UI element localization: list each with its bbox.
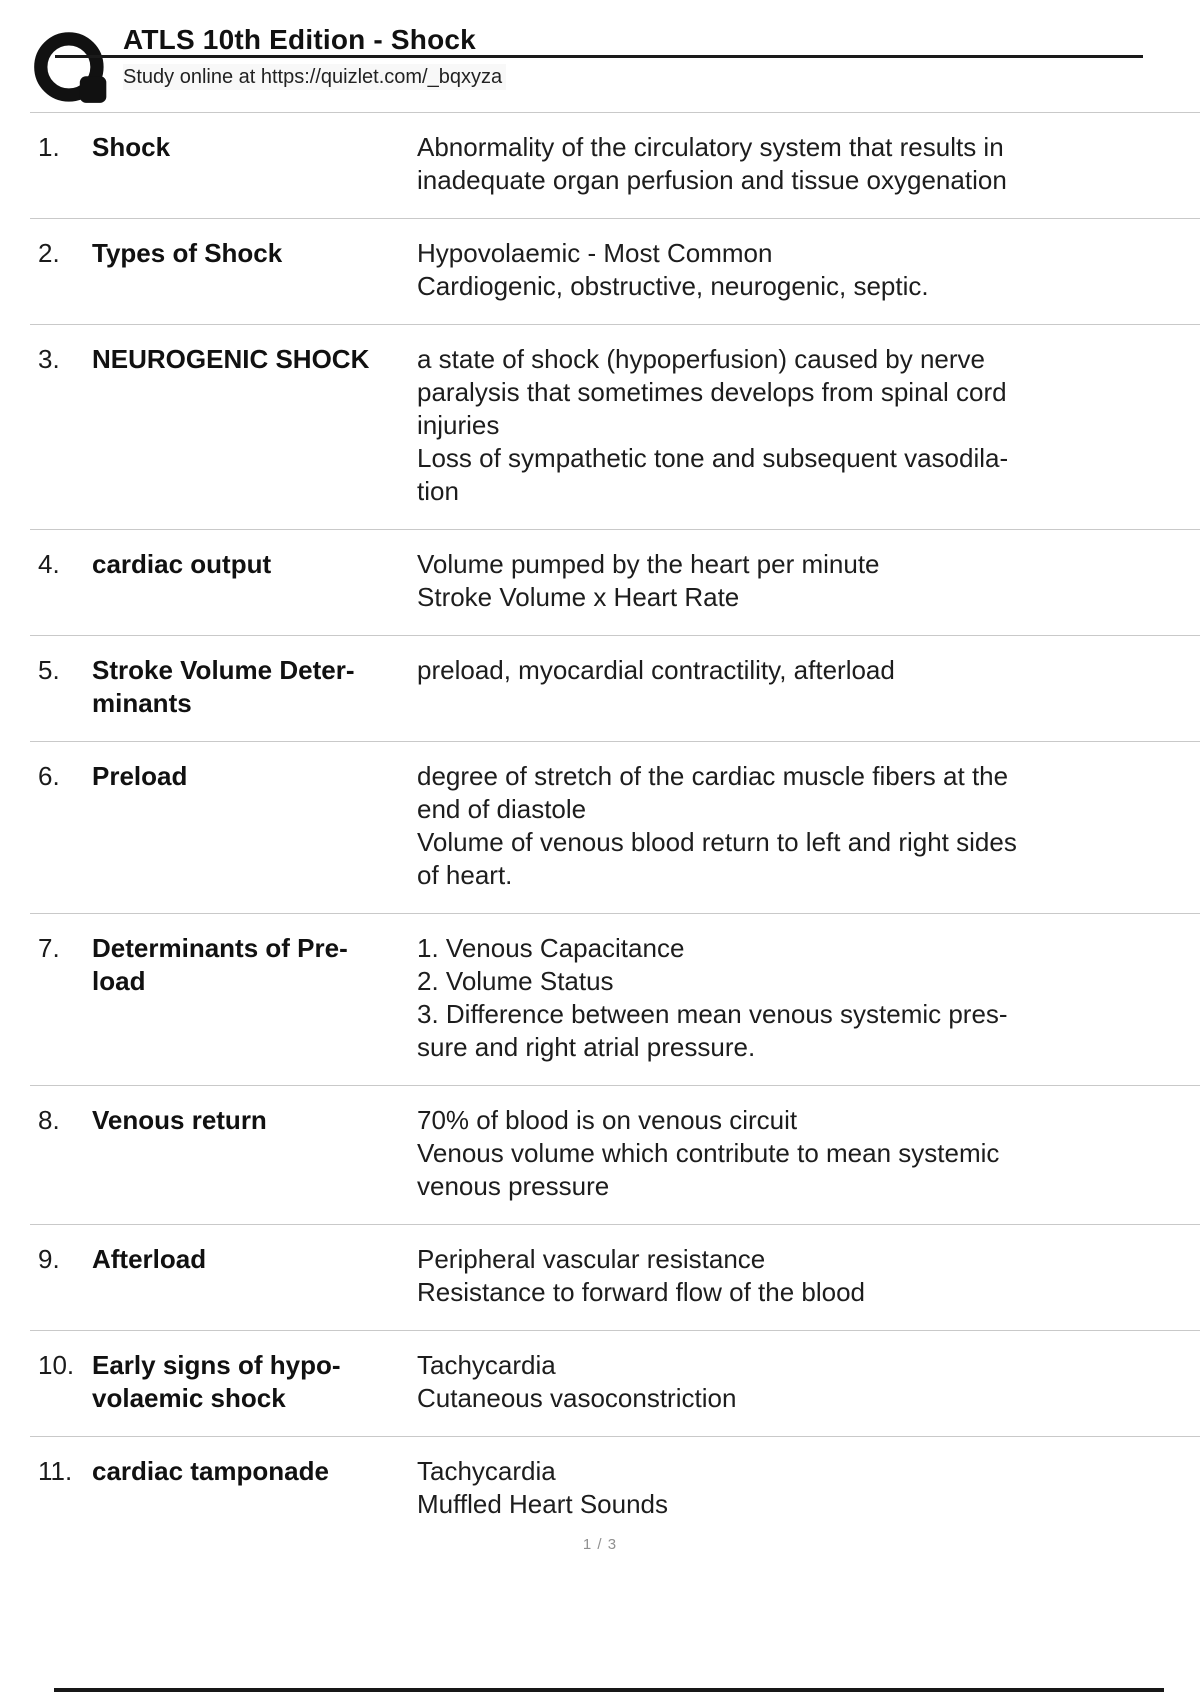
card-term: NEUROGENIC SHOCK — [92, 344, 370, 374]
card-row: 4. cardiac output Volume pumped by the h… — [30, 529, 1200, 635]
card-definition: Volume pumped by the heart per minute St… — [417, 549, 880, 612]
card-term: Venous return — [92, 1105, 267, 1135]
card-term: Preload — [92, 761, 188, 791]
card-definition: Tachycardia Muffled Heart Sounds — [417, 1456, 668, 1519]
card-row: 8. Venous return 70% of blood is on veno… — [30, 1085, 1200, 1224]
card-row: 9. Afterload Peripheral vascular resista… — [30, 1224, 1200, 1330]
card-number: 7. — [38, 933, 60, 963]
quizlet-logo-icon — [34, 32, 107, 103]
card-term: Early signs of hypo- volaemic shock — [92, 1350, 341, 1413]
card-term: Stroke Volume Deter- minants — [92, 655, 355, 718]
card-definition: Abnormality of the circulatory system th… — [417, 132, 1007, 195]
card-number: 9. — [38, 1244, 60, 1274]
card-row: 5. Stroke Volume Deter- minants preload,… — [30, 635, 1200, 741]
card-row: 10. Early signs of hypo- volaemic shock … — [30, 1330, 1200, 1436]
card-term: Shock — [92, 132, 171, 162]
card-definition: 1. Venous Capacitance 2. Volume Status 3… — [417, 933, 1008, 1062]
card-row: 2. Types of Shock Hypovolaemic - Most Co… — [30, 218, 1200, 324]
card-number: 10. — [38, 1350, 75, 1380]
study-url: Study online at https://quizlet.com/_bqx… — [123, 64, 507, 90]
card-term: cardiac output — [92, 549, 272, 579]
card-list: 1. Shock Abnormality of the circulatory … — [30, 112, 1200, 1542]
card-definition: Tachycardia Cutaneous vasoconstriction — [417, 1350, 737, 1413]
card-number: 1. — [38, 132, 60, 162]
card-row: 7. Determinants of Pre- load 1. Venous C… — [30, 913, 1200, 1085]
card-row: 3. NEUROGENIC SHOCK a state of shock (hy… — [30, 324, 1200, 529]
header: ATLS 10th Edition - Shock Study online a… — [0, 0, 1200, 112]
card-number: 5. — [38, 655, 60, 685]
card-number: 4. — [38, 549, 60, 579]
card-definition: 70% of blood is on venous circuit Venous… — [417, 1105, 1000, 1201]
card-number: 6. — [38, 761, 60, 791]
header-text: ATLS 10th Edition - Shock Study online a… — [123, 22, 507, 90]
card-row: 6. Preload degree of stretch of the card… — [30, 741, 1200, 913]
card-definition: degree of stretch of the cardiac muscle … — [417, 761, 1017, 890]
page-title: ATLS 10th Edition - Shock — [123, 24, 476, 55]
card-number: 2. — [38, 238, 60, 268]
card-definition: preload, myocardial contractility, after… — [417, 655, 895, 685]
title-strikethrough-rule — [55, 55, 1143, 58]
card-term: cardiac tamponade — [92, 1456, 329, 1486]
card-number: 11. — [38, 1456, 73, 1486]
card-definition: Peripheral vascular resistance Resistanc… — [417, 1244, 866, 1307]
card-term: Determinants of Pre- load — [92, 933, 348, 996]
card-term: Types of Shock — [92, 238, 283, 268]
card-term: Afterload — [92, 1244, 207, 1274]
card-number: 3. — [38, 344, 60, 374]
card-row: 1. Shock Abnormality of the circulatory … — [30, 112, 1200, 218]
card-number: 8. — [38, 1105, 60, 1135]
next-page-divider — [54, 1688, 1164, 1692]
card-row: 11. cardiac tamponade Tachycardia Muffle… — [30, 1436, 1200, 1542]
card-definition: Hypovolaemic - Most Common Cardiogenic, … — [417, 238, 929, 301]
card-definition: a state of shock (hypoperfusion) caused … — [417, 344, 1009, 506]
page-number: 1 / 3 — [582, 1536, 618, 1553]
